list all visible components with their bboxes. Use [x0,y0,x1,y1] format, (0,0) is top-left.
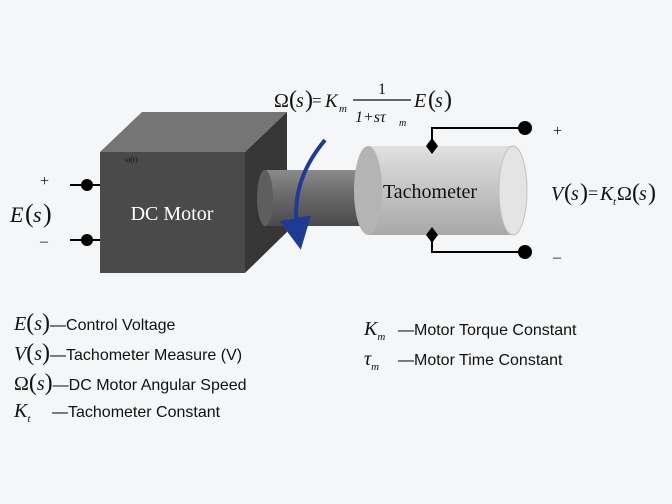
tachometer-label: Tachometer [383,181,477,203]
transfer-numerator: 1 [378,81,386,98]
legend-desc: —Tachometer Constant [52,404,221,421]
legend-symbol: Ω(s) [14,370,53,396]
motor-top-face [100,112,287,152]
output-equation: V ( s ) = K t Ω ( s ) [551,180,656,208]
transfer-denominator: 1+sτ [355,109,387,126]
legend-item-tachometer-constant: Kt —Tachometer Constant [14,400,247,430]
svg-text:E: E [9,202,24,227]
legend-item-tachometer-measure: V(s)—Tachometer Measure (V) [14,340,247,370]
legend-symbol: E(s) [14,310,51,336]
svg-text:(: ( [428,87,436,113]
svg-text:K: K [324,91,339,112]
legend-symbol: V(s) [14,340,51,366]
svg-text:): ) [43,199,52,228]
input-symbol: E ( s ) [9,199,52,228]
legend-item-time-constant: τm —Motor Time Constant [364,348,576,378]
motor-small-mark: ω(t) [125,155,138,164]
svg-text:E: E [413,90,426,112]
svg-text:): ) [305,87,313,113]
legend-item-torque-constant: Km —Motor Torque Constant [364,318,576,348]
svg-text:(: ( [564,180,572,206]
legend-desc: —DC Motor Angular Speed [52,377,247,394]
input-plus-sign: + [40,173,49,190]
svg-text:s: s [571,183,579,205]
legend-symbol: τm [364,348,380,373]
motor-label: DC Motor [131,203,214,225]
motor-shaft [257,170,365,226]
legend-symbol: Km [364,318,386,343]
svg-text:t: t [613,196,617,208]
legend-item-angular-speed: Ω(s)—DC Motor Angular Speed [14,370,247,400]
svg-text:): ) [444,87,452,113]
legend-symbol: Kt [14,400,31,425]
legend-desc: —Motor Time Constant [398,352,563,369]
tachometer: Tachometer [354,145,528,236]
legend-desc: —Control Voltage [50,317,176,334]
svg-text:=: = [588,183,598,203]
output-terminals [426,121,532,259]
svg-text:m: m [399,118,406,129]
output-minus-sign: – [552,249,562,266]
transfer-function: Ω ( s ) = K m 1 1+sτ m E ( s ) [274,81,452,129]
svg-text:(: ( [632,180,640,206]
svg-text:Ω: Ω [617,183,632,205]
svg-text:(: ( [289,87,297,113]
dc-motor: ω(t) DC Motor [100,112,287,273]
svg-text:(: ( [25,199,34,228]
legend-right: Km —Motor Torque Constant τm —Motor Time C… [364,318,576,378]
legend-desc: —Tachometer Measure (V) [50,347,243,364]
legend-left: E(s)—Control Voltage V(s)—Tachometer Mea… [14,310,247,430]
svg-text:s: s [639,183,647,205]
svg-text:s: s [296,90,304,112]
svg-text:): ) [648,180,656,206]
svg-text:Ω: Ω [274,90,289,112]
svg-text:m: m [339,103,347,115]
legend-item-control-voltage: E(s)—Control Voltage [14,310,247,340]
rotation-arrow-icon [279,138,327,250]
input-minus-sign: – [39,233,49,250]
legend-desc: —Motor Torque Constant [398,322,577,339]
output-plus-sign: + [553,123,562,140]
svg-text:): ) [580,180,588,206]
svg-text:V: V [551,183,566,205]
svg-text:s: s [33,202,42,227]
svg-text:s: s [435,90,443,112]
svg-text:K: K [599,183,615,205]
svg-text:=: = [312,91,322,110]
input-terminals [70,179,100,246]
motor-front-face [100,152,245,273]
